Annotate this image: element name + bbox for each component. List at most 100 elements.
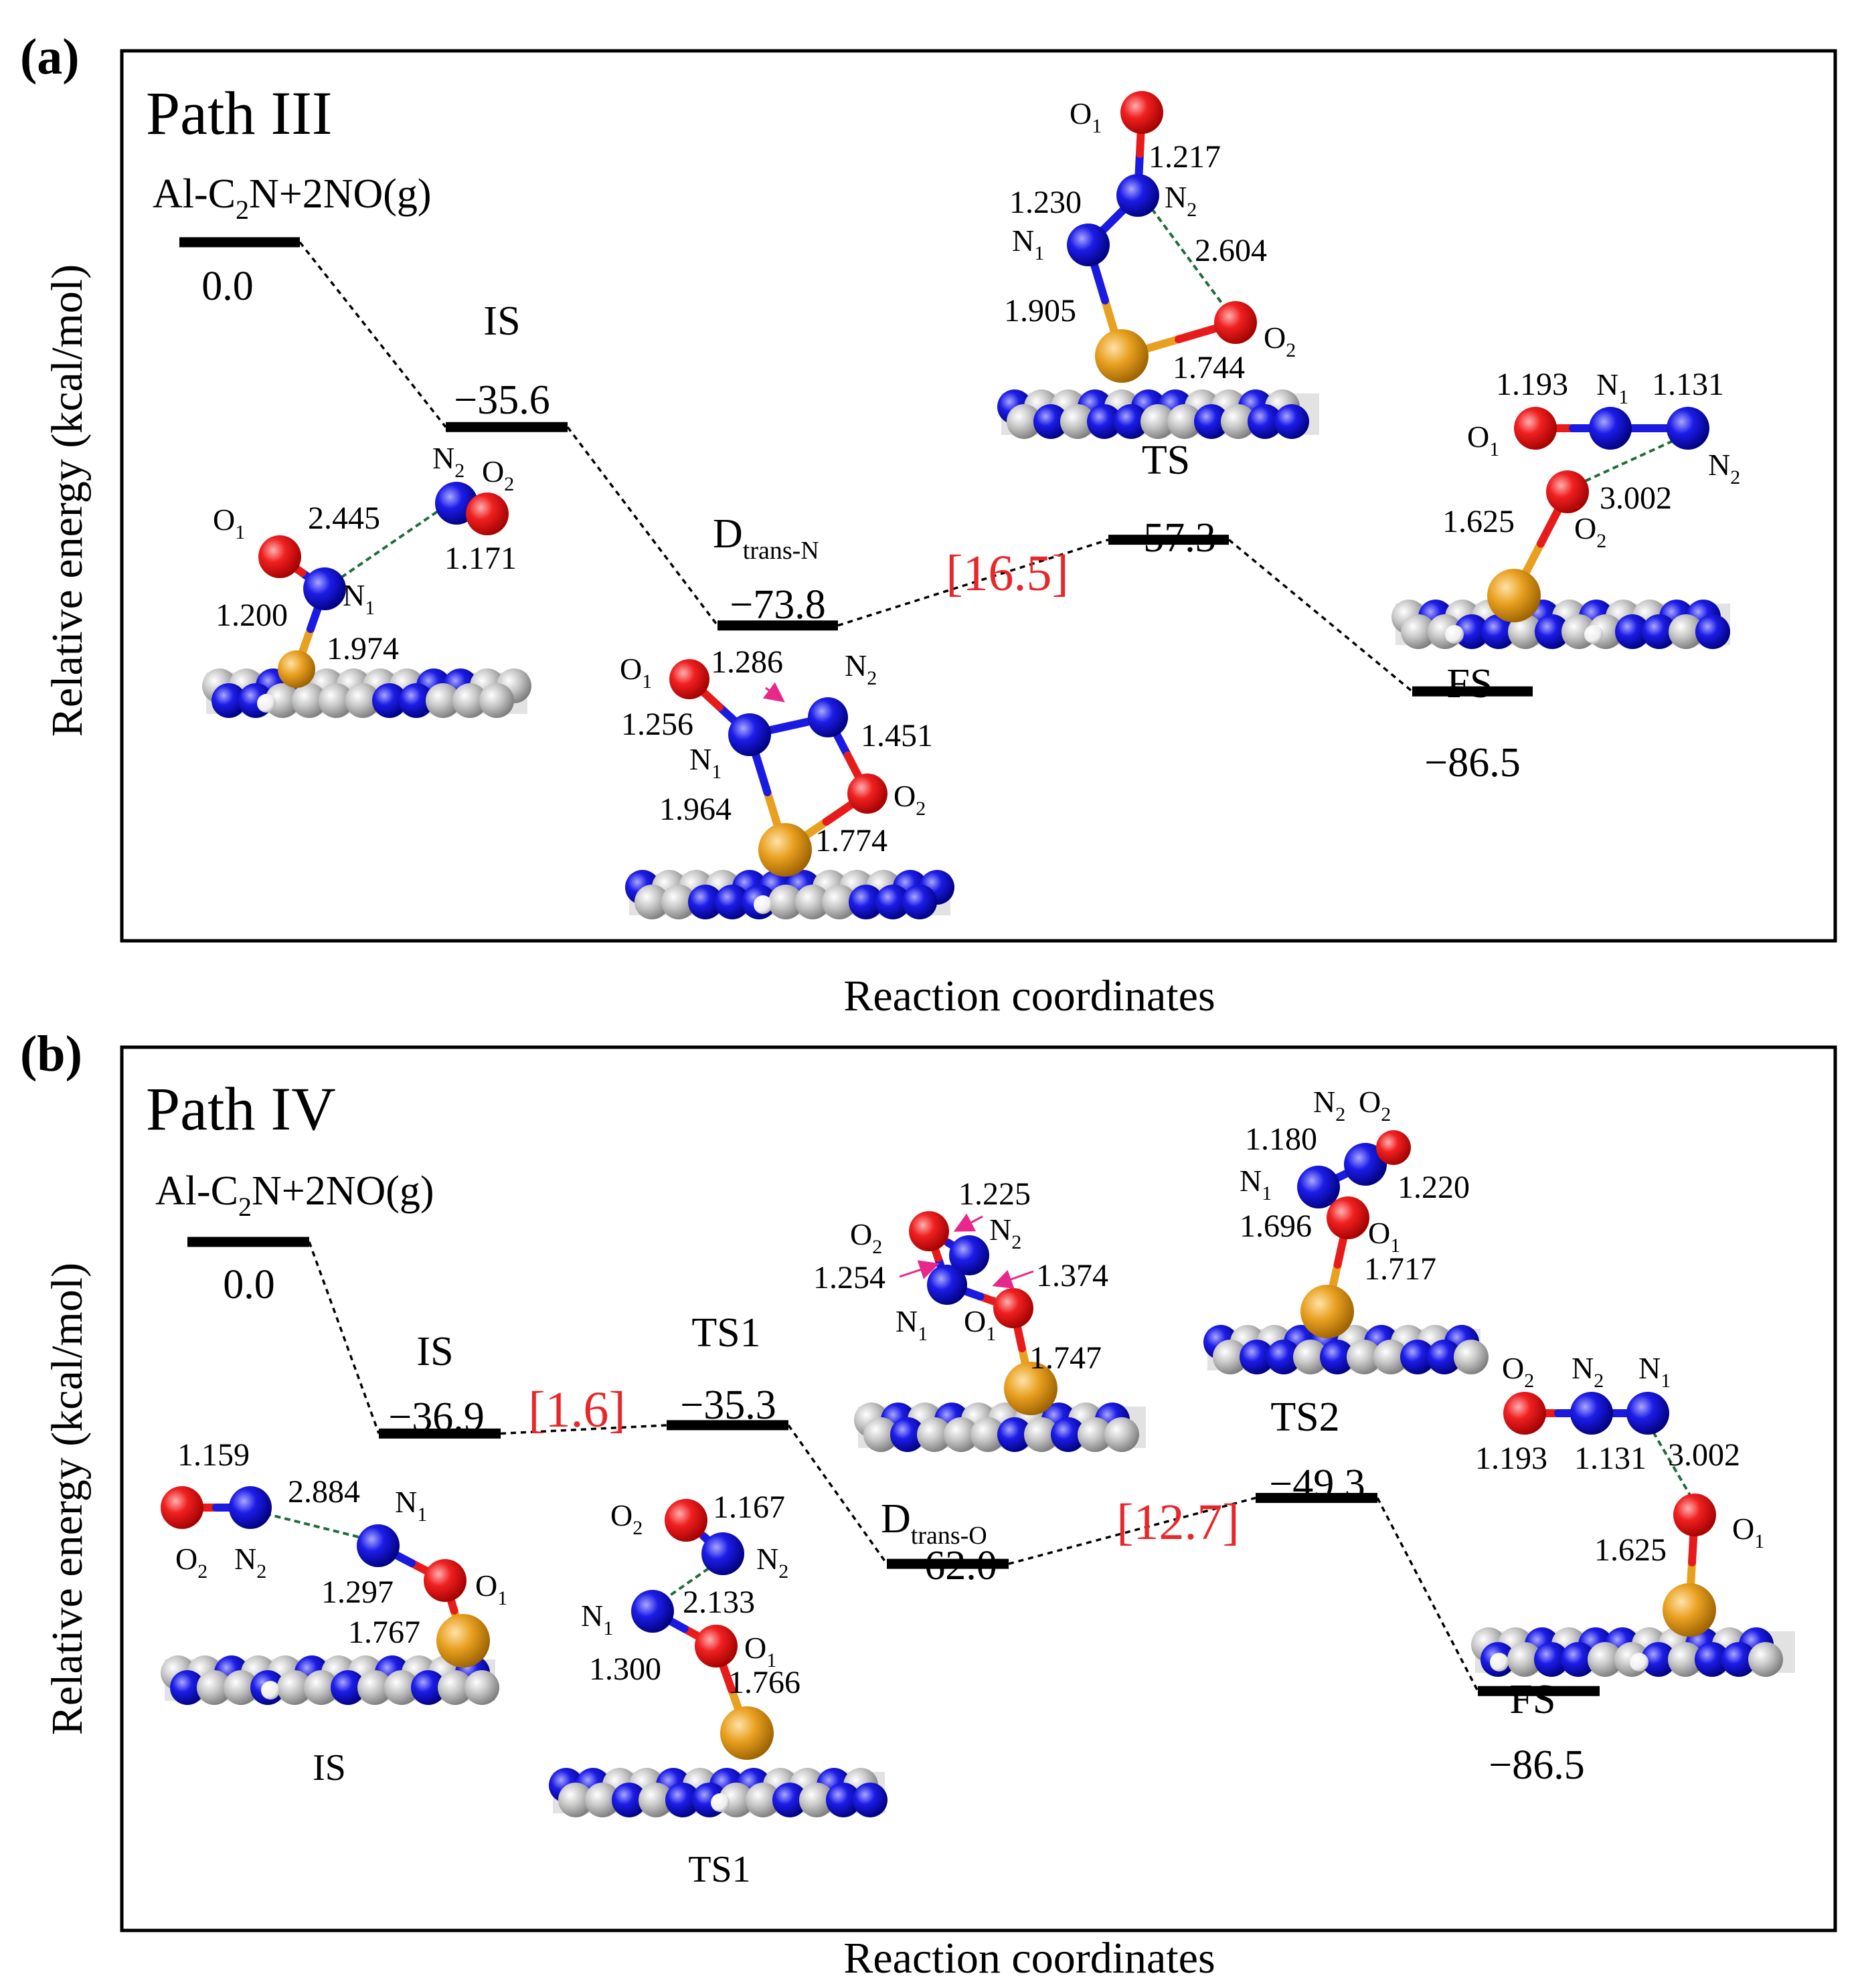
b-is-caption: IS — [313, 1747, 346, 1789]
panel-b-connector-2 — [500, 1424, 667, 1435]
b-ts2-slab-atom-1-0 — [1213, 1340, 1248, 1374]
a-ts-slab — [997, 389, 1319, 439]
b-ts1-molecule — [631, 1499, 774, 1760]
b-ts2-al — [1300, 1285, 1354, 1338]
b-is-n2 — [229, 1486, 272, 1529]
b-is-label-o1: O1 — [475, 1568, 507, 1609]
b-d-dist-1: 1.254 — [813, 1260, 885, 1295]
b-d-slab-atom-1-2 — [917, 1417, 952, 1452]
a-fs-slab-atom-1-11 — [1695, 614, 1730, 649]
b-is-slab-atom-1-6 — [331, 1670, 365, 1705]
b-fs-dist-1: 1.131 — [1574, 1441, 1646, 1476]
b-fs-slab-atom-1-9 — [1721, 1642, 1756, 1677]
a-ts-n2 — [1116, 174, 1159, 217]
a-ts-n1 — [1067, 223, 1110, 266]
b-ts2-slab-atom-1-2 — [1266, 1340, 1301, 1374]
a-fs-slab-h-1 — [1584, 625, 1603, 644]
b-ts1-slab-atom-1-6 — [719, 1783, 754, 1817]
a-ts-o2 — [1214, 301, 1257, 344]
panel-b-connector-3 — [787, 1424, 888, 1565]
b-is-slab-atom-1-4 — [277, 1670, 312, 1705]
b-is-label-n2: N2 — [234, 1542, 266, 1583]
a-is-dist-0: 2.445 — [308, 501, 380, 536]
b-fs-al — [1663, 1583, 1716, 1637]
b-fs-slab-atom-1-3 — [1561, 1642, 1596, 1677]
b-ts1-slab-atom-1-7 — [746, 1783, 780, 1817]
a-ts-slab-atom-1-5 — [1140, 404, 1175, 439]
b-ts1-n2 — [701, 1532, 744, 1575]
a-fs-slab-atom-1-10 — [1669, 614, 1703, 649]
b-d-dist-2: 1.374 — [1036, 1258, 1108, 1293]
b-d-pointer-arrow-2 — [899, 1260, 940, 1279]
panel-b-state-label-5: FS — [1510, 1677, 1556, 1722]
b-is-slab-atom-1-2 — [224, 1670, 258, 1705]
a-is-slab-atom-1-5 — [345, 683, 380, 718]
b-ts2-dist-2: 1.696 — [1240, 1208, 1312, 1244]
b-d-pointer-arrow-1 — [953, 1213, 983, 1232]
b-fs-slab-h-1 — [1630, 1653, 1648, 1671]
a-is-molecule — [258, 482, 509, 688]
a-fs-slab-atom-1-8 — [1615, 614, 1650, 649]
a-ts-slab-atom-1-10 — [1274, 404, 1309, 439]
b-is-dist-0: 1.159 — [177, 1437, 250, 1473]
a-is-slab-h-0 — [257, 694, 276, 713]
a-is-o2 — [466, 492, 509, 535]
b-ts2-molecule — [1297, 1130, 1411, 1338]
a-fs-slab-atom-1-3 — [1481, 614, 1516, 649]
b-fs-slab-atom-1-8 — [1695, 1642, 1729, 1677]
panel-a-label: (a) — [20, 29, 80, 85]
a-d-label-o2: O2 — [894, 779, 926, 820]
b-ts2-dist-3: 1.717 — [1364, 1251, 1436, 1287]
b-d-slab — [854, 1403, 1146, 1452]
a-is-slab-atom-1-8 — [426, 683, 460, 718]
a-d-slab-h-0 — [754, 895, 772, 914]
b-is-n1 — [357, 1524, 400, 1567]
a-fs-label-o1: O1 — [1467, 420, 1499, 460]
a-d-slab-atom-1-5 — [768, 885, 803, 919]
a-d-dist-0: 1.286 — [711, 644, 783, 680]
b-d-label-o2: O2 — [850, 1217, 882, 1258]
a-is-label-n1: N1 — [343, 578, 375, 619]
b-ts1-dist-2: 1.300 — [589, 1651, 661, 1687]
b-is-label-n1: N1 — [395, 1485, 427, 1526]
b-is-dash-n2-n1 — [264, 1512, 362, 1539]
a-is-dist-1: 1.171 — [444, 541, 517, 576]
a-fs-o2 — [1546, 470, 1589, 513]
a-is-label-o2: O2 — [482, 454, 514, 495]
panel-a-state-label-1: IS — [483, 298, 520, 344]
panel-b-ylabel: Relative energy (kcal/mol) — [43, 1263, 92, 1735]
a-ts-slab-atom-1-4 — [1114, 404, 1149, 439]
a-fs-dist-1: 1.131 — [1652, 367, 1724, 402]
a-ts-slab-atom-1-6 — [1167, 404, 1202, 439]
panel-b-energy-3: −62.0 — [901, 1543, 997, 1589]
a-is-slab-atom-1-0 — [211, 683, 246, 718]
a-fs-label-n2: N2 — [1708, 448, 1740, 488]
a-fs-slab-atom-1-5 — [1535, 614, 1570, 649]
b-fs-label-o1: O1 — [1732, 1512, 1764, 1552]
panel-b-barrier-0: [1.6] — [528, 1382, 626, 1438]
a-d-dist-4: 1.774 — [815, 823, 887, 859]
b-ts1-label-o2: O2 — [610, 1498, 643, 1539]
a-fs-n2 — [1667, 407, 1709, 450]
b-is-o2 — [161, 1486, 203, 1529]
b-ts1-slab-atom-1-10 — [826, 1783, 861, 1817]
b-ts2-slab-atom-1-4 — [1320, 1340, 1355, 1374]
b-is-dist-1: 2.884 — [288, 1474, 360, 1510]
a-ts-label-n2: N2 — [1165, 180, 1197, 221]
a-d-o2 — [847, 774, 887, 814]
a-d-al — [758, 823, 812, 877]
b-fs-o1 — [1673, 1494, 1716, 1536]
a-fs-slab-atom-1-9 — [1642, 614, 1677, 649]
panel-b-connector-1 — [308, 1241, 380, 1434]
a-d-label-o1: O1 — [620, 652, 652, 693]
b-ts1-label-n1: N1 — [581, 1599, 613, 1639]
b-ts2-o1 — [1327, 1196, 1369, 1239]
b-fs-label-n2: N2 — [1572, 1351, 1604, 1392]
a-fs-o1 — [1514, 407, 1557, 450]
b-d-slab-atom-1-6 — [1024, 1417, 1059, 1452]
b-d-slab-atom-1-0 — [863, 1417, 898, 1452]
a-ts-label-o1: O1 — [1070, 96, 1102, 137]
a-d-slab-atom-1-3 — [715, 885, 750, 919]
b-d-slab-atom-1-7 — [1051, 1417, 1086, 1452]
